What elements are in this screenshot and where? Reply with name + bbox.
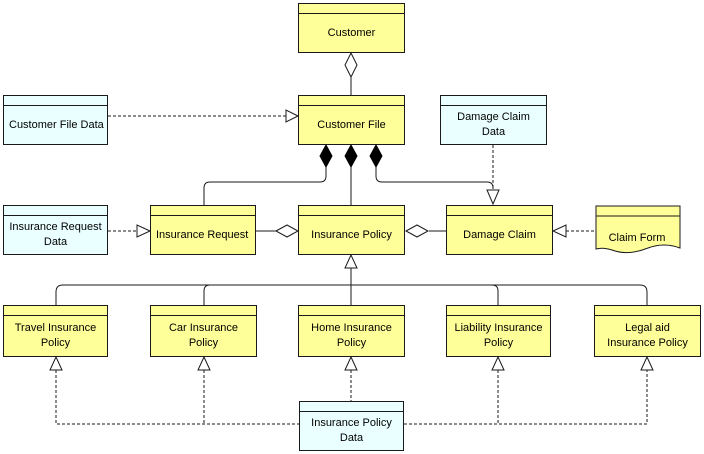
customer-class-label: Customer — [327, 26, 376, 39]
legal-aid-insurance-policy-class-header — [595, 306, 700, 316]
aggregation-diamond-request — [274, 224, 300, 238]
damage-claim-data-label-line1: Damage Claim — [457, 111, 530, 123]
insurance-request-class-header — [151, 206, 255, 216]
damage-claim-data-class-header — [441, 96, 546, 106]
insurance-request-class[interactable]: Insurance Request — [150, 205, 256, 255]
liability-policy-label-line1: Liability Insurance — [454, 322, 543, 334]
customer-class[interactable]: Customer — [298, 3, 405, 53]
arrowhead-insurance-request — [136, 224, 152, 238]
generalization-car-line — [203, 284, 211, 305]
arrowhead-home-policy — [344, 355, 358, 371]
customer-file-data-class-header — [4, 96, 107, 106]
home-insurance-policy-class-header — [299, 306, 404, 316]
travel-policy-label-line1: Travel Insurance — [14, 322, 97, 334]
arrowhead-customer-file — [285, 109, 300, 123]
customer-file-class-header — [299, 96, 404, 106]
home-policy-label-line2: Policy — [336, 337, 367, 349]
claim-form-shape — [595, 205, 681, 254]
aggregation-diamond-customer — [344, 51, 358, 79]
damage-claim-class-label: Damage Claim — [463, 228, 536, 241]
legal-policy-label-line1: Legal aid — [625, 322, 670, 334]
insurance-policy-class-label: Insurance Policy — [311, 228, 392, 241]
car-insurance-policy-class-header — [151, 306, 256, 316]
customer-file-class-label: Customer File — [317, 118, 386, 131]
liability-insurance-policy-class-header — [447, 306, 550, 316]
damage-claim-class-header — [447, 206, 552, 216]
claim-form-label: Claim Form — [609, 232, 666, 244]
composition-damage-claim-line — [375, 167, 494, 189]
arrowhead-travel-policy — [49, 355, 63, 371]
damage-claim-class[interactable]: Damage Claim — [446, 205, 553, 255]
travel-policy-label-line2: Policy — [40, 337, 71, 349]
insurance-request-data-class-header — [4, 206, 107, 216]
generalization-liability-line — [491, 284, 499, 305]
customer-file-data-class-label: Customer File Data — [9, 118, 104, 131]
customer-file-data-class[interactable]: Customer File Data — [3, 95, 108, 145]
insurance-policy-data-class-header — [300, 402, 403, 412]
liability-policy-label-line2: Policy — [483, 337, 514, 349]
dependency-policy-data-bus-line — [55, 370, 648, 425]
composition-insurance-request-line — [203, 167, 327, 205]
insurance-policy-class[interactable]: Insurance Policy — [298, 205, 405, 255]
composition-diamond-claim — [369, 143, 383, 169]
insurance-request-data-label-line2: Data — [43, 236, 68, 248]
home-policy-label-line1: Home Insurance — [311, 322, 392, 334]
arrowhead-liability-policy — [491, 355, 505, 371]
composition-diamond-policy — [344, 143, 358, 169]
arrowhead-damage-claim-right — [551, 224, 567, 238]
policy-data-label-line2: Data — [339, 432, 364, 444]
legal-policy-label-line2: Insurance Policy — [607, 337, 688, 349]
composition-diamond-request — [319, 143, 333, 169]
insurance-request-class-label: Insurance Request — [156, 228, 249, 241]
car-policy-label-line2: Policy — [188, 337, 219, 349]
arrowhead-car-policy — [197, 355, 211, 371]
insurance-policy-class-header — [299, 206, 404, 216]
customer-class-header — [299, 4, 404, 14]
damage-claim-data-label-line2: Data — [481, 126, 506, 138]
customer-file-class[interactable]: Customer File — [298, 95, 405, 145]
arrowhead-insurance-policy-generalization — [344, 253, 358, 269]
policy-data-label-line1: Insurance Policy — [311, 417, 392, 429]
aggregation-diamond-policy — [404, 224, 430, 238]
travel-insurance-policy-class-header — [4, 306, 107, 316]
arrowhead-damage-claim-top — [486, 189, 500, 206]
arrowhead-legal-policy — [640, 355, 654, 371]
insurance-request-data-label-line1: Insurance Request — [9, 221, 102, 233]
car-policy-label-line1: Car Insurance — [168, 322, 239, 334]
